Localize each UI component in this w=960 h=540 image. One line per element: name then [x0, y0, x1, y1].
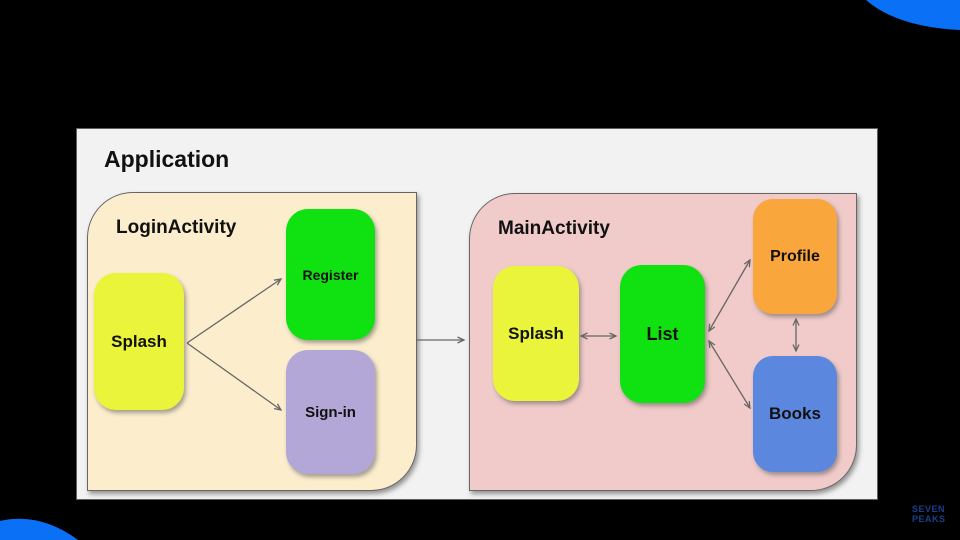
fragment-profile: Profile [753, 199, 837, 314]
fragment-books-label: Books [769, 404, 821, 423]
fragment-splash-login: Splash [94, 273, 184, 410]
fragment-profile-label: Profile [770, 247, 820, 265]
fragment-sign-in: Sign-in [286, 350, 375, 474]
corner-shape-top-right [866, 0, 960, 30]
fragment-register-label: Register [302, 266, 359, 283]
logo-line-1: SEVEN [912, 504, 946, 514]
seven-peaks-logo: SEVEN PEAKS [912, 504, 958, 525]
logo-line-2: PEAKS [912, 513, 946, 524]
fragment-list-label: List [646, 323, 679, 344]
main-activity-title: MainActivity [498, 218, 610, 239]
application-title: Application [104, 146, 230, 172]
fragment-splash-login-label: Splash [111, 331, 167, 351]
fragment-sign-in-label: Sign-in [305, 403, 356, 421]
corner-shape-bottom-left [0, 518, 78, 540]
fragment-splash-main-label: Splash [508, 323, 564, 343]
fragment-splash-main: Splash [493, 266, 579, 401]
fragment-books: Books [753, 356, 837, 472]
login-activity-title: LoginActivity [116, 217, 237, 238]
fragment-list: List [620, 265, 705, 403]
fragment-register: Register [286, 209, 375, 340]
